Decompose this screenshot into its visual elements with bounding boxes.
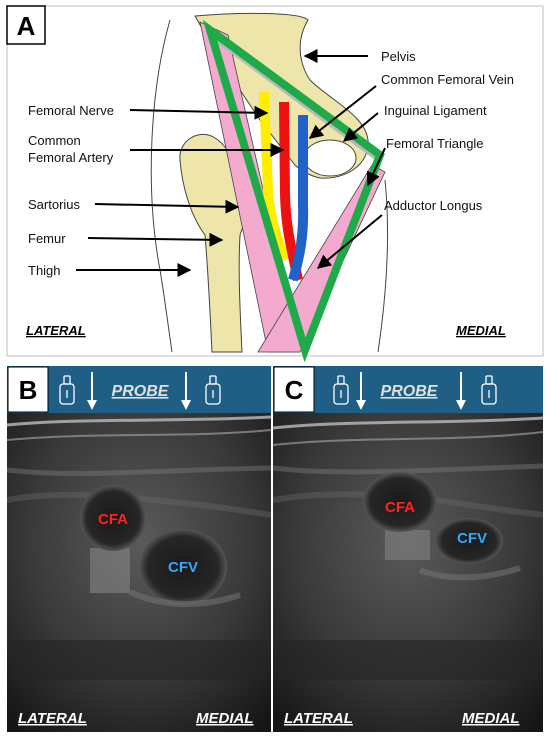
panel-a-letter-box (6, 5, 46, 45)
probe-bar-c (273, 366, 543, 413)
probe-label-c: PROBE (381, 383, 439, 400)
label-femoral-nerve: Femoral Nerve (28, 103, 114, 118)
probe-arrow-b-right (181, 372, 191, 410)
label-femur: Femur (28, 231, 66, 246)
cfa-vessel-c (363, 472, 437, 532)
label-inguinal-ligament: Inguinal Ligament (384, 103, 487, 118)
label-cfa-line1: Common (28, 133, 81, 148)
label-medial-a: MEDIAL (456, 323, 506, 338)
panel-c-letter-box (273, 366, 315, 413)
panel-a-letter: A (17, 11, 36, 41)
label-femoral-triangle: Femoral Triangle (386, 136, 484, 151)
inguinal-ligament-arrow (342, 112, 379, 142)
probe-arrow-c-left (356, 372, 366, 410)
cfv-label-c: CFV (457, 530, 487, 547)
obturator-foramen (303, 139, 357, 177)
panel-b-letter: B (19, 375, 38, 405)
probe-bar-b (7, 366, 271, 413)
label-lateral-b: LATERAL (18, 710, 87, 727)
ultrasound-image-b (7, 413, 271, 732)
femoral-nerve (259, 91, 290, 262)
probe-icon-b-left (59, 375, 75, 405)
femur-arrow (87, 232, 224, 247)
label-lateral-c: LATERAL (284, 710, 353, 727)
adductor-longus-arrow (316, 214, 383, 269)
label-cfv: Common Femoral Vein (381, 72, 514, 87)
label-sartorius: Sartorius (28, 197, 81, 212)
label-adductor-longus: Adductor Longus (384, 198, 483, 213)
cfv-arrow (308, 85, 377, 139)
cfv-vessel-b (139, 529, 227, 605)
femoral-triangle-arrow (366, 147, 386, 187)
label-cfa-line2: Femoral Artery (28, 150, 114, 165)
panel-c-letter: C (285, 375, 304, 405)
panel-b: B PROBE (7, 366, 271, 732)
femoral-triangle (202, 19, 385, 363)
sartorius-arrow (94, 199, 240, 214)
probe-arrow-c-right (456, 372, 466, 410)
thigh-outline-medial (377, 179, 389, 353)
panel-b-letter-box (7, 366, 49, 413)
panel-a: A Pelvis Commo (6, 5, 544, 363)
label-lateral-a: LATERAL (26, 323, 86, 338)
panel-c: C PROBE (273, 366, 543, 732)
probe-icon-b-right (205, 375, 221, 405)
label-pelvis: Pelvis (381, 49, 416, 64)
cfv-vessel-c (435, 518, 503, 564)
cfa-vessel-b (80, 485, 146, 551)
label-medial-b: MEDIAL (196, 710, 254, 727)
ultrasound-image-c (273, 413, 543, 732)
femoral-nerve-arrow (129, 105, 269, 120)
cfa-label-b: CFA (98, 511, 128, 528)
label-medial-c: MEDIAL (462, 710, 520, 727)
cfv-label-b: CFV (168, 559, 198, 576)
cfa-label-c: CFA (385, 499, 415, 516)
probe-icon-c-left (333, 375, 349, 405)
femoral-vein (288, 115, 309, 282)
probe-icon-c-right (481, 375, 497, 405)
probe-arrow-b-left (87, 372, 97, 410)
label-thigh: Thigh (28, 263, 61, 278)
probe-label-b: PROBE (112, 383, 170, 400)
